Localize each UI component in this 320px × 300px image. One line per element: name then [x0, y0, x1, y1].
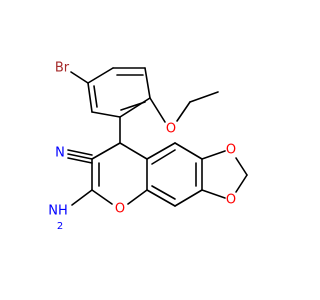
bond [119, 97, 151, 118]
bond [91, 111, 121, 118]
amino-group-label: NH [48, 204, 68, 219]
bond [144, 67, 151, 99]
pyran-oxygen-label: O [115, 202, 125, 217]
bond [120, 101, 146, 111]
bond [235, 157, 248, 176]
bond [67, 157, 93, 164]
atom-labels: Br O N O O O NH 2 [48, 61, 236, 233]
bond [87, 67, 114, 84]
bond [87, 82, 93, 113]
bond [67, 153, 93, 160]
bond [67, 149, 93, 156]
bond [70, 71, 89, 84]
bond [174, 142, 203, 160]
bond [235, 174, 248, 193]
bond [93, 85, 98, 108]
bond [151, 185, 176, 200]
bond [201, 150, 226, 160]
ethoxy-oxygen-label: O [166, 122, 176, 137]
bonds [67, 67, 248, 207]
bond [151, 149, 176, 165]
bromine-label: Br [55, 61, 70, 76]
bond [201, 189, 226, 199]
bond [189, 91, 219, 103]
bond [91, 142, 121, 160]
amino-subscript-label: 2 [57, 221, 63, 232]
molecule-diagram: Br O N O O O NH 2 [48, 61, 248, 233]
bond [127, 189, 148, 205]
nitrile-nitrogen-label: N [55, 146, 65, 161]
bond [146, 189, 176, 207]
dioxole-oxygen-bottom-label: O [226, 193, 236, 208]
bond [174, 189, 203, 207]
dioxole-oxygen-top-label: O [226, 143, 236, 158]
bond [146, 142, 176, 160]
bond [119, 142, 148, 160]
bond [91, 189, 113, 205]
bond [149, 97, 166, 123]
bond [71, 189, 93, 206]
bond [176, 101, 191, 122]
